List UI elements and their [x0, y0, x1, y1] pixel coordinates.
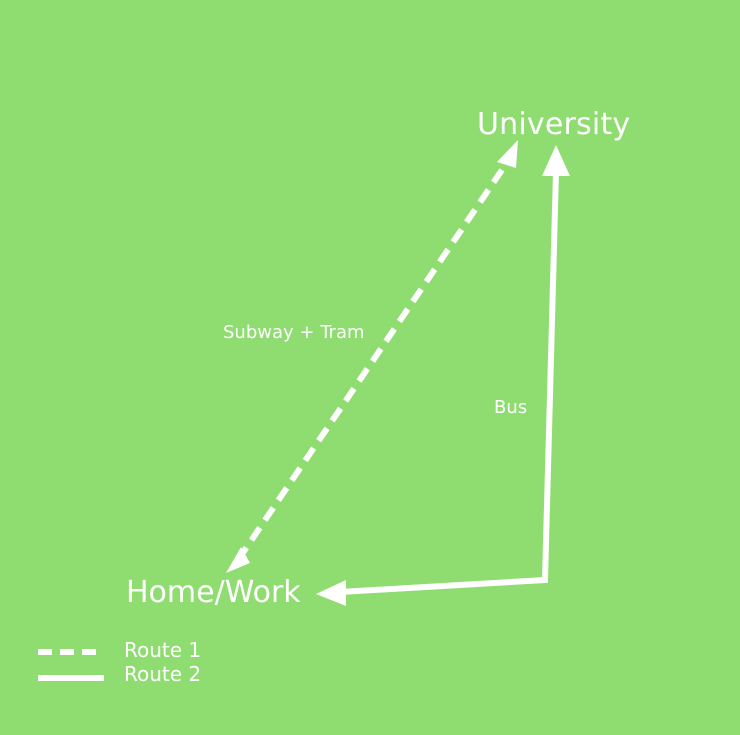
route1-dashed-line — [235, 156, 513, 562]
route1-arrowhead-home — [226, 547, 250, 573]
university-node-label: University — [477, 107, 631, 142]
route1-edge-label: Subway + Tram — [223, 322, 365, 343]
route1-arrowhead-university — [497, 140, 518, 168]
route2-arrowhead-home — [316, 580, 346, 606]
route2-arrowhead-university — [542, 145, 570, 176]
route2-solid-line — [339, 171, 559, 595]
legend-route1-label: Route 1 — [124, 638, 202, 662]
home-work-node-label: Home/Work — [126, 575, 301, 610]
legend-route2-label: Route 2 — [124, 662, 202, 686]
route2-edge-label: Bus — [494, 397, 528, 418]
